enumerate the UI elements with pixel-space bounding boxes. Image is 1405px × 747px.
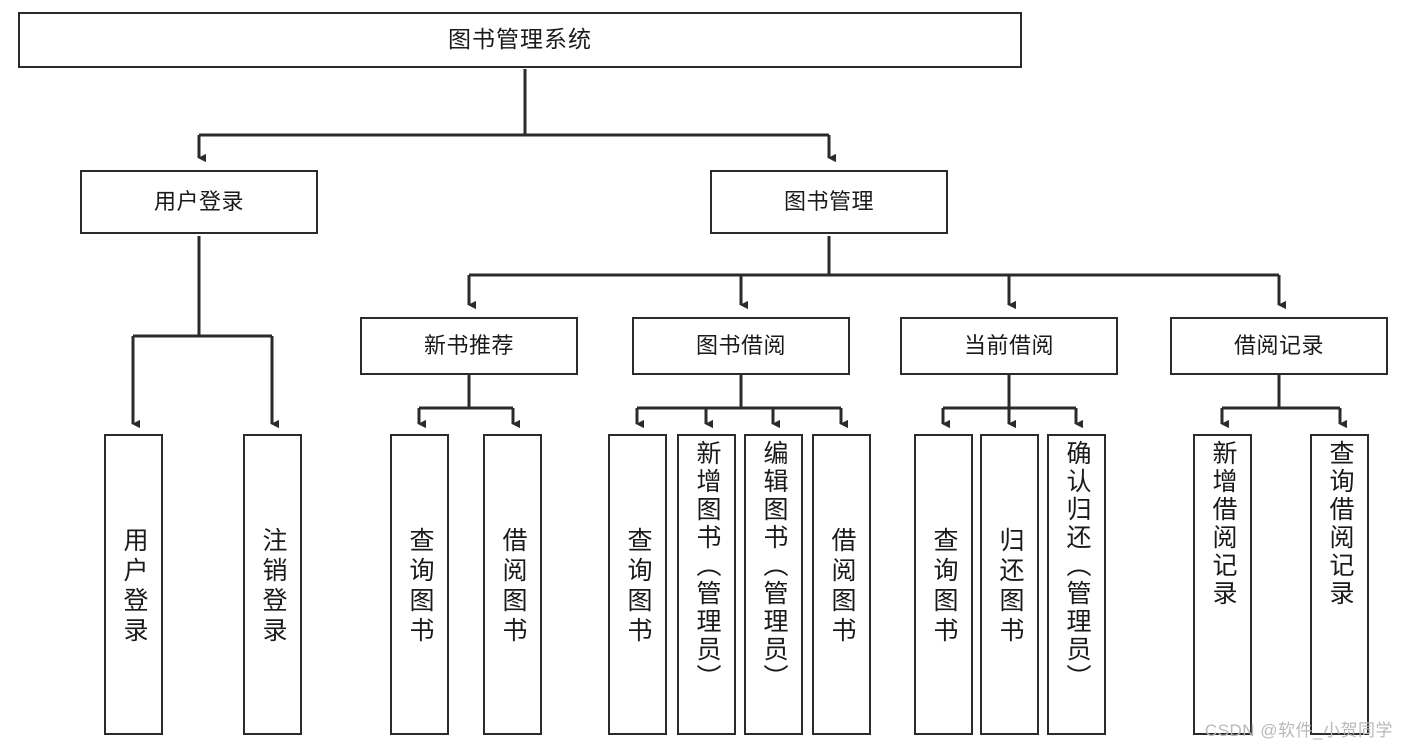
node-label: 新书推荐: [423, 333, 514, 359]
node-label: 图书管理系统: [448, 26, 592, 53]
node-label: 用户登录: [120, 526, 148, 647]
node-leaf-query-book-current[interactable]: 查询图书: [914, 434, 973, 735]
node-label: 当前借阅: [963, 333, 1054, 359]
node-label: 图书借阅: [695, 333, 786, 359]
node-leaf-return-book[interactable]: 归还图书: [980, 434, 1039, 735]
node-label: 借阅图书: [499, 526, 527, 647]
node-label: 查询图书: [406, 526, 434, 647]
node-book-management[interactable]: 图书管理: [710, 170, 948, 234]
node-leaf-query-borrow-record[interactable]: 查询借阅记录: [1310, 434, 1369, 735]
node-leaf-query-book-recommend[interactable]: 查询图书: [390, 434, 449, 735]
node-label: 查询借阅记录: [1326, 440, 1354, 608]
node-leaf-borrow-book-recommend[interactable]: 借阅图书: [483, 434, 542, 735]
node-label: 查询图书: [624, 526, 652, 647]
node-label: 借阅图书: [828, 526, 856, 647]
node-root-system[interactable]: 图书管理系统: [18, 12, 1022, 68]
node-label: 图书管理: [783, 189, 874, 215]
node-leaf-borrow-book[interactable]: 借阅图书: [812, 434, 871, 735]
node-leaf-query-book-borrow[interactable]: 查询图书: [608, 434, 667, 735]
watermark-text: CSDN @软件_小贺同学: [1204, 721, 1393, 740]
node-label: 新增借阅记录: [1209, 440, 1237, 608]
node-leaf-add-book-admin[interactable]: 新增图书（管理员）: [677, 434, 736, 735]
node-label: 借阅记录: [1233, 333, 1324, 359]
node-label: 用户登录: [153, 189, 244, 215]
node-borrow-record[interactable]: 借阅记录: [1170, 317, 1388, 375]
node-leaf-add-borrow-record[interactable]: 新增借阅记录: [1193, 434, 1252, 735]
node-label: 归还图书: [996, 526, 1024, 647]
node-book-borrow[interactable]: 图书借阅: [632, 317, 850, 375]
node-leaf-edit-book-admin[interactable]: 编辑图书（管理员）: [744, 434, 803, 735]
node-label: 新增图书（管理员）: [693, 440, 721, 692]
node-current-borrow[interactable]: 当前借阅: [900, 317, 1118, 375]
node-user-login[interactable]: 用户登录: [80, 170, 318, 234]
node-leaf-confirm-return-admin[interactable]: 确认归还（管理员）: [1047, 434, 1106, 735]
node-label: 编辑图书（管理员）: [760, 440, 788, 692]
node-label: 注销登录: [259, 526, 287, 647]
node-label: 查询图书: [930, 526, 958, 647]
node-label: 确认归还（管理员）: [1063, 440, 1091, 692]
node-leaf-user-login[interactable]: 用户登录: [104, 434, 163, 735]
node-new-book-recommend[interactable]: 新书推荐: [360, 317, 578, 375]
node-leaf-logout[interactable]: 注销登录: [243, 434, 302, 735]
